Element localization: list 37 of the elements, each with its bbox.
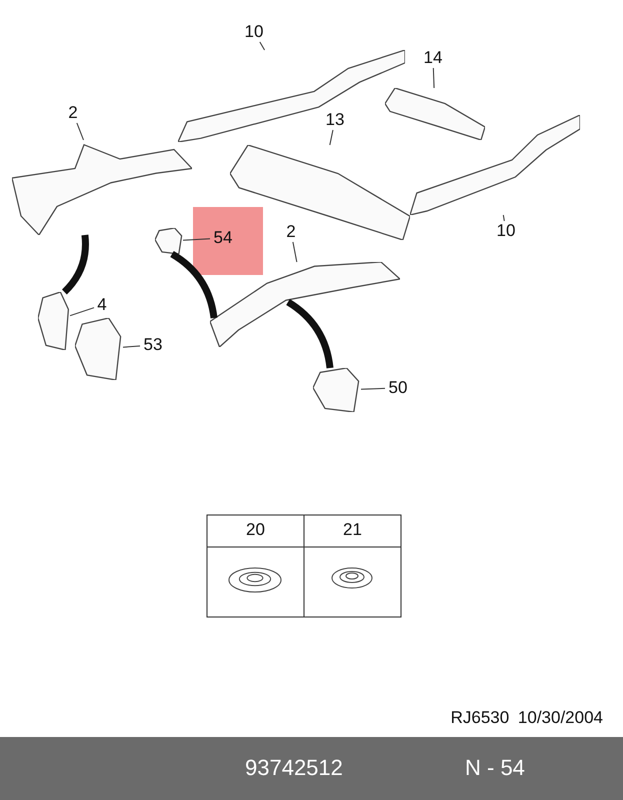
leader-line (432, 68, 435, 88)
page-number: N - 54 (465, 755, 525, 781)
bracket-drawing (155, 228, 183, 254)
crossmember-drawing (230, 145, 410, 240)
callout-number: 50 (385, 378, 411, 398)
drawing-code: RJ6530 10/30/2004 (450, 708, 603, 728)
leader-line (122, 345, 140, 348)
leader-line (292, 242, 298, 262)
bracket-drawing (75, 318, 123, 380)
part-number: 93742512 (245, 755, 343, 781)
crossmember-drawing (385, 88, 485, 140)
callout-number: 2 (65, 103, 81, 123)
leader-line (182, 238, 210, 241)
bracket-drawing (38, 292, 70, 350)
callout-number: 54 (210, 228, 236, 248)
leader-line (502, 214, 505, 222)
leader-line (360, 388, 386, 390)
callout-number: 4 (94, 295, 110, 315)
leader-line (329, 130, 334, 146)
callout-number: 10 (243, 22, 265, 42)
callout-number: 14 (422, 48, 444, 68)
bracket-drawing (313, 368, 361, 412)
installation-band (286, 299, 334, 368)
leader-line (259, 42, 266, 50)
part-number: 21 (342, 520, 363, 540)
callout-number: 2 (283, 222, 299, 242)
leader-line (70, 307, 94, 316)
installation-band (62, 234, 89, 294)
leader-line (76, 122, 84, 140)
frame-rail-drawing (178, 50, 405, 142)
callout-number: 53 (140, 335, 166, 355)
installation-band (170, 251, 218, 319)
front-rail-drawing (210, 262, 400, 347)
callout-number: 13 (322, 110, 348, 130)
callout-number: 10 (493, 221, 519, 241)
part-number: 20 (245, 520, 266, 540)
frame-rail-drawing (410, 115, 580, 215)
